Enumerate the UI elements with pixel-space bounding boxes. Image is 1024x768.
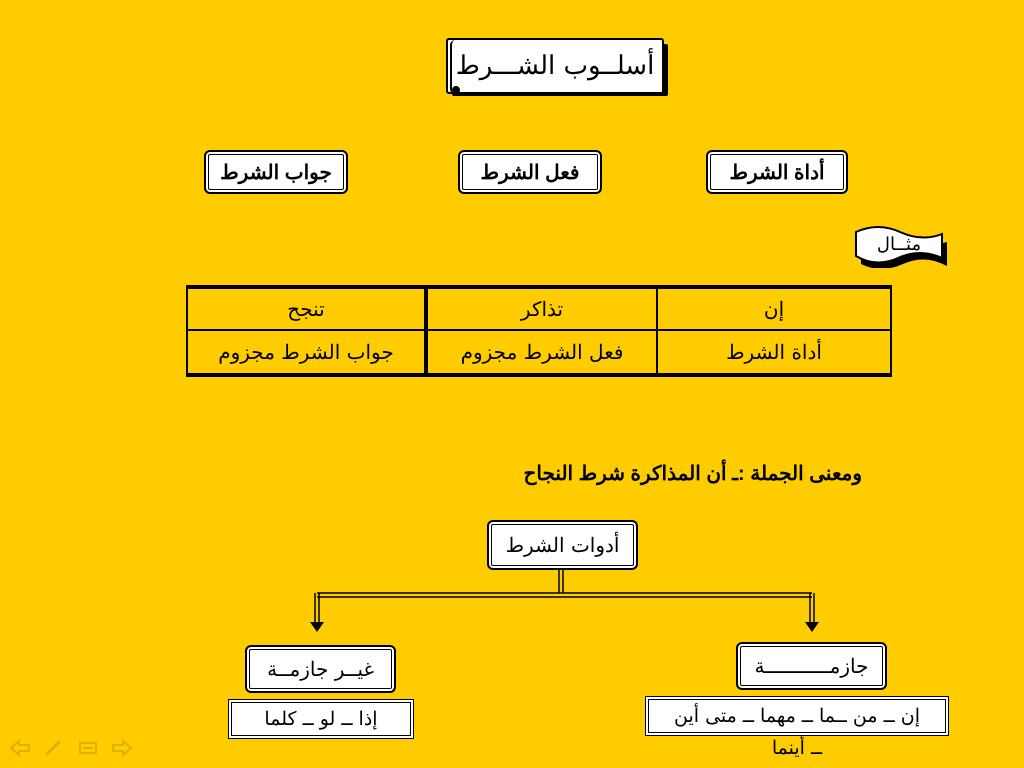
part-tool-box: أداة الشرط xyxy=(706,150,848,194)
jazima-list-continued: ــ أينما xyxy=(771,737,823,759)
arrow-right-icon[interactable] xyxy=(110,736,134,760)
ghair-jazima-list-box: إذا ــ لو ــ كلما xyxy=(228,699,414,739)
table-cell-verb-label: فعل الشرط مجزوم xyxy=(424,331,658,373)
arrow-left-icon[interactable] xyxy=(8,736,32,760)
screen-icon[interactable] xyxy=(76,736,100,760)
pen-icon[interactable] xyxy=(42,736,66,760)
jazima-list-box: إن ــ من ــما ــ مهما ــ متى أين xyxy=(645,696,949,736)
slideshow-nav xyxy=(8,736,138,760)
part-verb-box: فعل الشرط xyxy=(458,150,602,194)
slide-title: أسلــوب الشـــرط xyxy=(446,38,664,94)
tree-connectors xyxy=(310,568,819,632)
tree-root-box: أدوات الشرط xyxy=(487,520,638,570)
example-banner-text: مثــال xyxy=(877,234,921,255)
jazima-box: جازمـــــــــــة xyxy=(736,642,887,690)
part-answer-box: جواب الشرط xyxy=(204,150,348,194)
example-banner: مثــال xyxy=(850,222,948,269)
example-table: إن تذاكر تنجح أداة الشرط فعل الشرط مجزوم… xyxy=(186,285,892,377)
title-scroll: أسلــوب الشـــرط xyxy=(446,38,670,98)
table-cell-answer: تنجح xyxy=(188,289,424,331)
table-cell-verb: تذاكر xyxy=(424,289,658,331)
banner-shape: مثــال xyxy=(855,226,947,269)
ghair-jazima-box: غيــر جازمــة xyxy=(245,645,396,693)
table-cell-tool: إن xyxy=(658,289,890,331)
table-cell-tool-label: أداة الشرط xyxy=(726,340,822,364)
table-cell-answer-label: جواب الشرط مجزوم xyxy=(218,340,394,364)
meaning-sentence: ومعنى الجملة :ـ أن المذاكرة شرط النجاح xyxy=(523,463,863,485)
